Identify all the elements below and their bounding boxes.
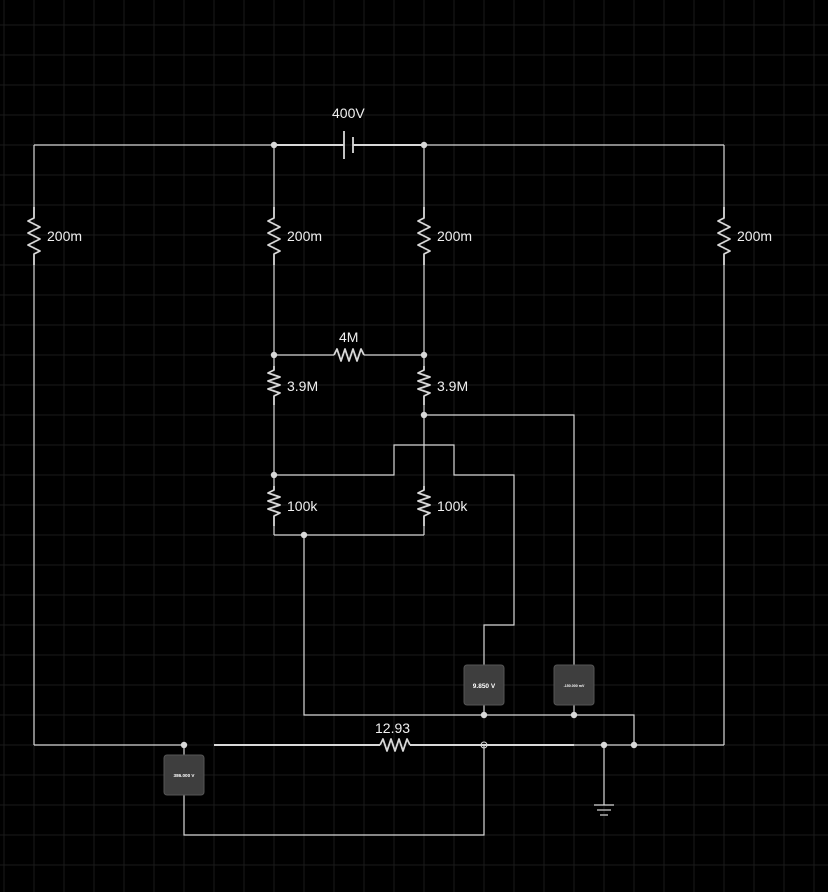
resistor-left-inner[interactable]: 200m xyxy=(267,207,322,265)
resistor-low-right[interactable]: 100k xyxy=(417,486,468,526)
resistor-bridge[interactable]: 4M xyxy=(333,329,365,362)
resistor-label: 200m xyxy=(737,228,772,244)
resistor-label: 200m xyxy=(287,228,322,244)
meter-reading: -150.000 mV xyxy=(564,684,585,688)
resistor-label: 4M xyxy=(339,329,358,345)
meter-reading: 386.000 V xyxy=(174,773,196,778)
resistor-bottom[interactable]: 12.93 xyxy=(375,720,411,752)
meter-reading: 9.850 V xyxy=(473,683,496,690)
wires xyxy=(33,144,725,836)
resistor-right-inner[interactable]: 200m xyxy=(417,207,472,265)
resistor-label: 200m xyxy=(47,228,82,244)
resistor-left-outer[interactable]: 200m xyxy=(27,207,82,265)
voltmeter-3[interactable]: 386.000 V xyxy=(163,754,205,796)
voltmeter-1[interactable]: 9.850 V xyxy=(463,664,505,706)
resistor-label: 3.9M xyxy=(437,378,468,394)
resistor-label: 12.93 xyxy=(375,720,410,736)
voltmeter-2[interactable]: -150.000 mV xyxy=(553,664,595,706)
resistor-label: 100k xyxy=(287,498,318,514)
nodes xyxy=(180,141,638,749)
battery[interactable]: 400V xyxy=(332,105,365,159)
resistor-mid-right[interactable]: 3.9M xyxy=(417,366,468,405)
resistor-mid-left[interactable]: 3.9M xyxy=(267,366,318,405)
resistor-right-outer[interactable]: 200m xyxy=(717,207,772,265)
battery-label: 400V xyxy=(332,105,365,121)
resistor-label: 100k xyxy=(437,498,468,514)
resistor-label: 200m xyxy=(437,228,472,244)
resistor-low-left[interactable]: 100k xyxy=(267,486,318,526)
resistor-label: 3.9M xyxy=(287,378,318,394)
